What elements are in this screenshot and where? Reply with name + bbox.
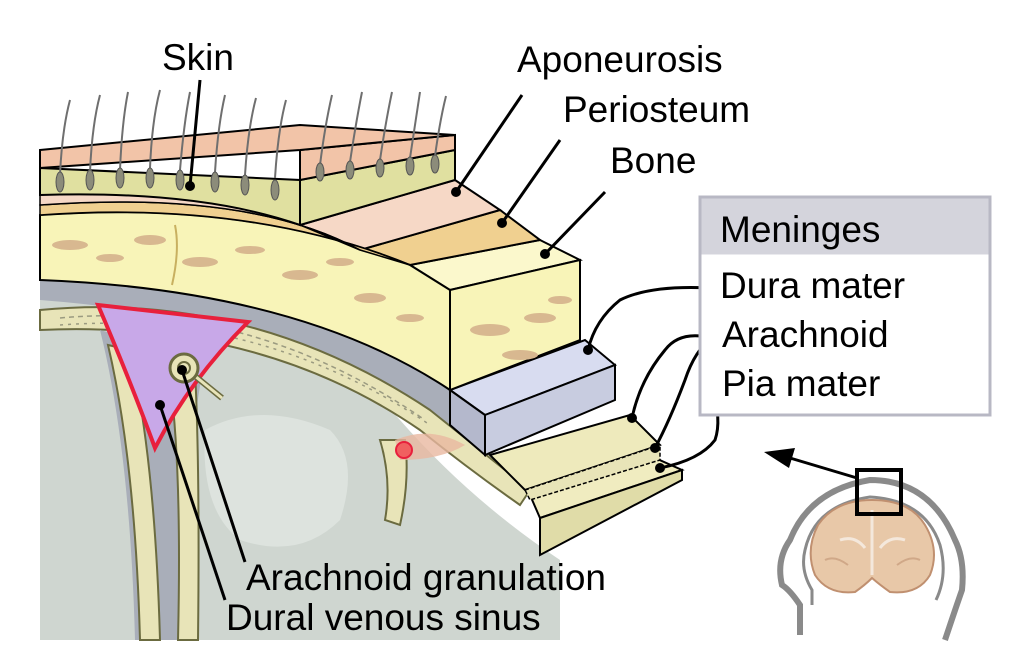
blood-vessel [395, 441, 413, 459]
meninges-item-pia-mater: Pia mater [722, 363, 880, 404]
hairs [55, 89, 447, 201]
layer-blocks [296, 133, 685, 557]
arrow-icon [764, 448, 795, 468]
label-aponeurosis: Aponeurosis [517, 39, 723, 80]
meninges-item-dura-mater: Dura mater [720, 265, 905, 306]
label-periosteum: Periosteum [563, 89, 750, 130]
label-bone: Bone [610, 140, 696, 181]
zoom-region-box [855, 468, 903, 516]
arachnoid-granulation [168, 352, 224, 401]
label-skin: Skin [162, 37, 234, 78]
head-thumbnail [764, 448, 966, 641]
meninges-title: Meninges [720, 209, 880, 250]
meninges-item-arachnoid: Arachnoid [722, 314, 889, 355]
meninges-legend-box: Meninges Dura mater Arachnoid Pia mater [698, 195, 992, 417]
label-arachnoid-granulation: Arachnoid granulation [246, 557, 606, 598]
label-dural-venous-sinus: Dural venous sinus [226, 597, 541, 638]
